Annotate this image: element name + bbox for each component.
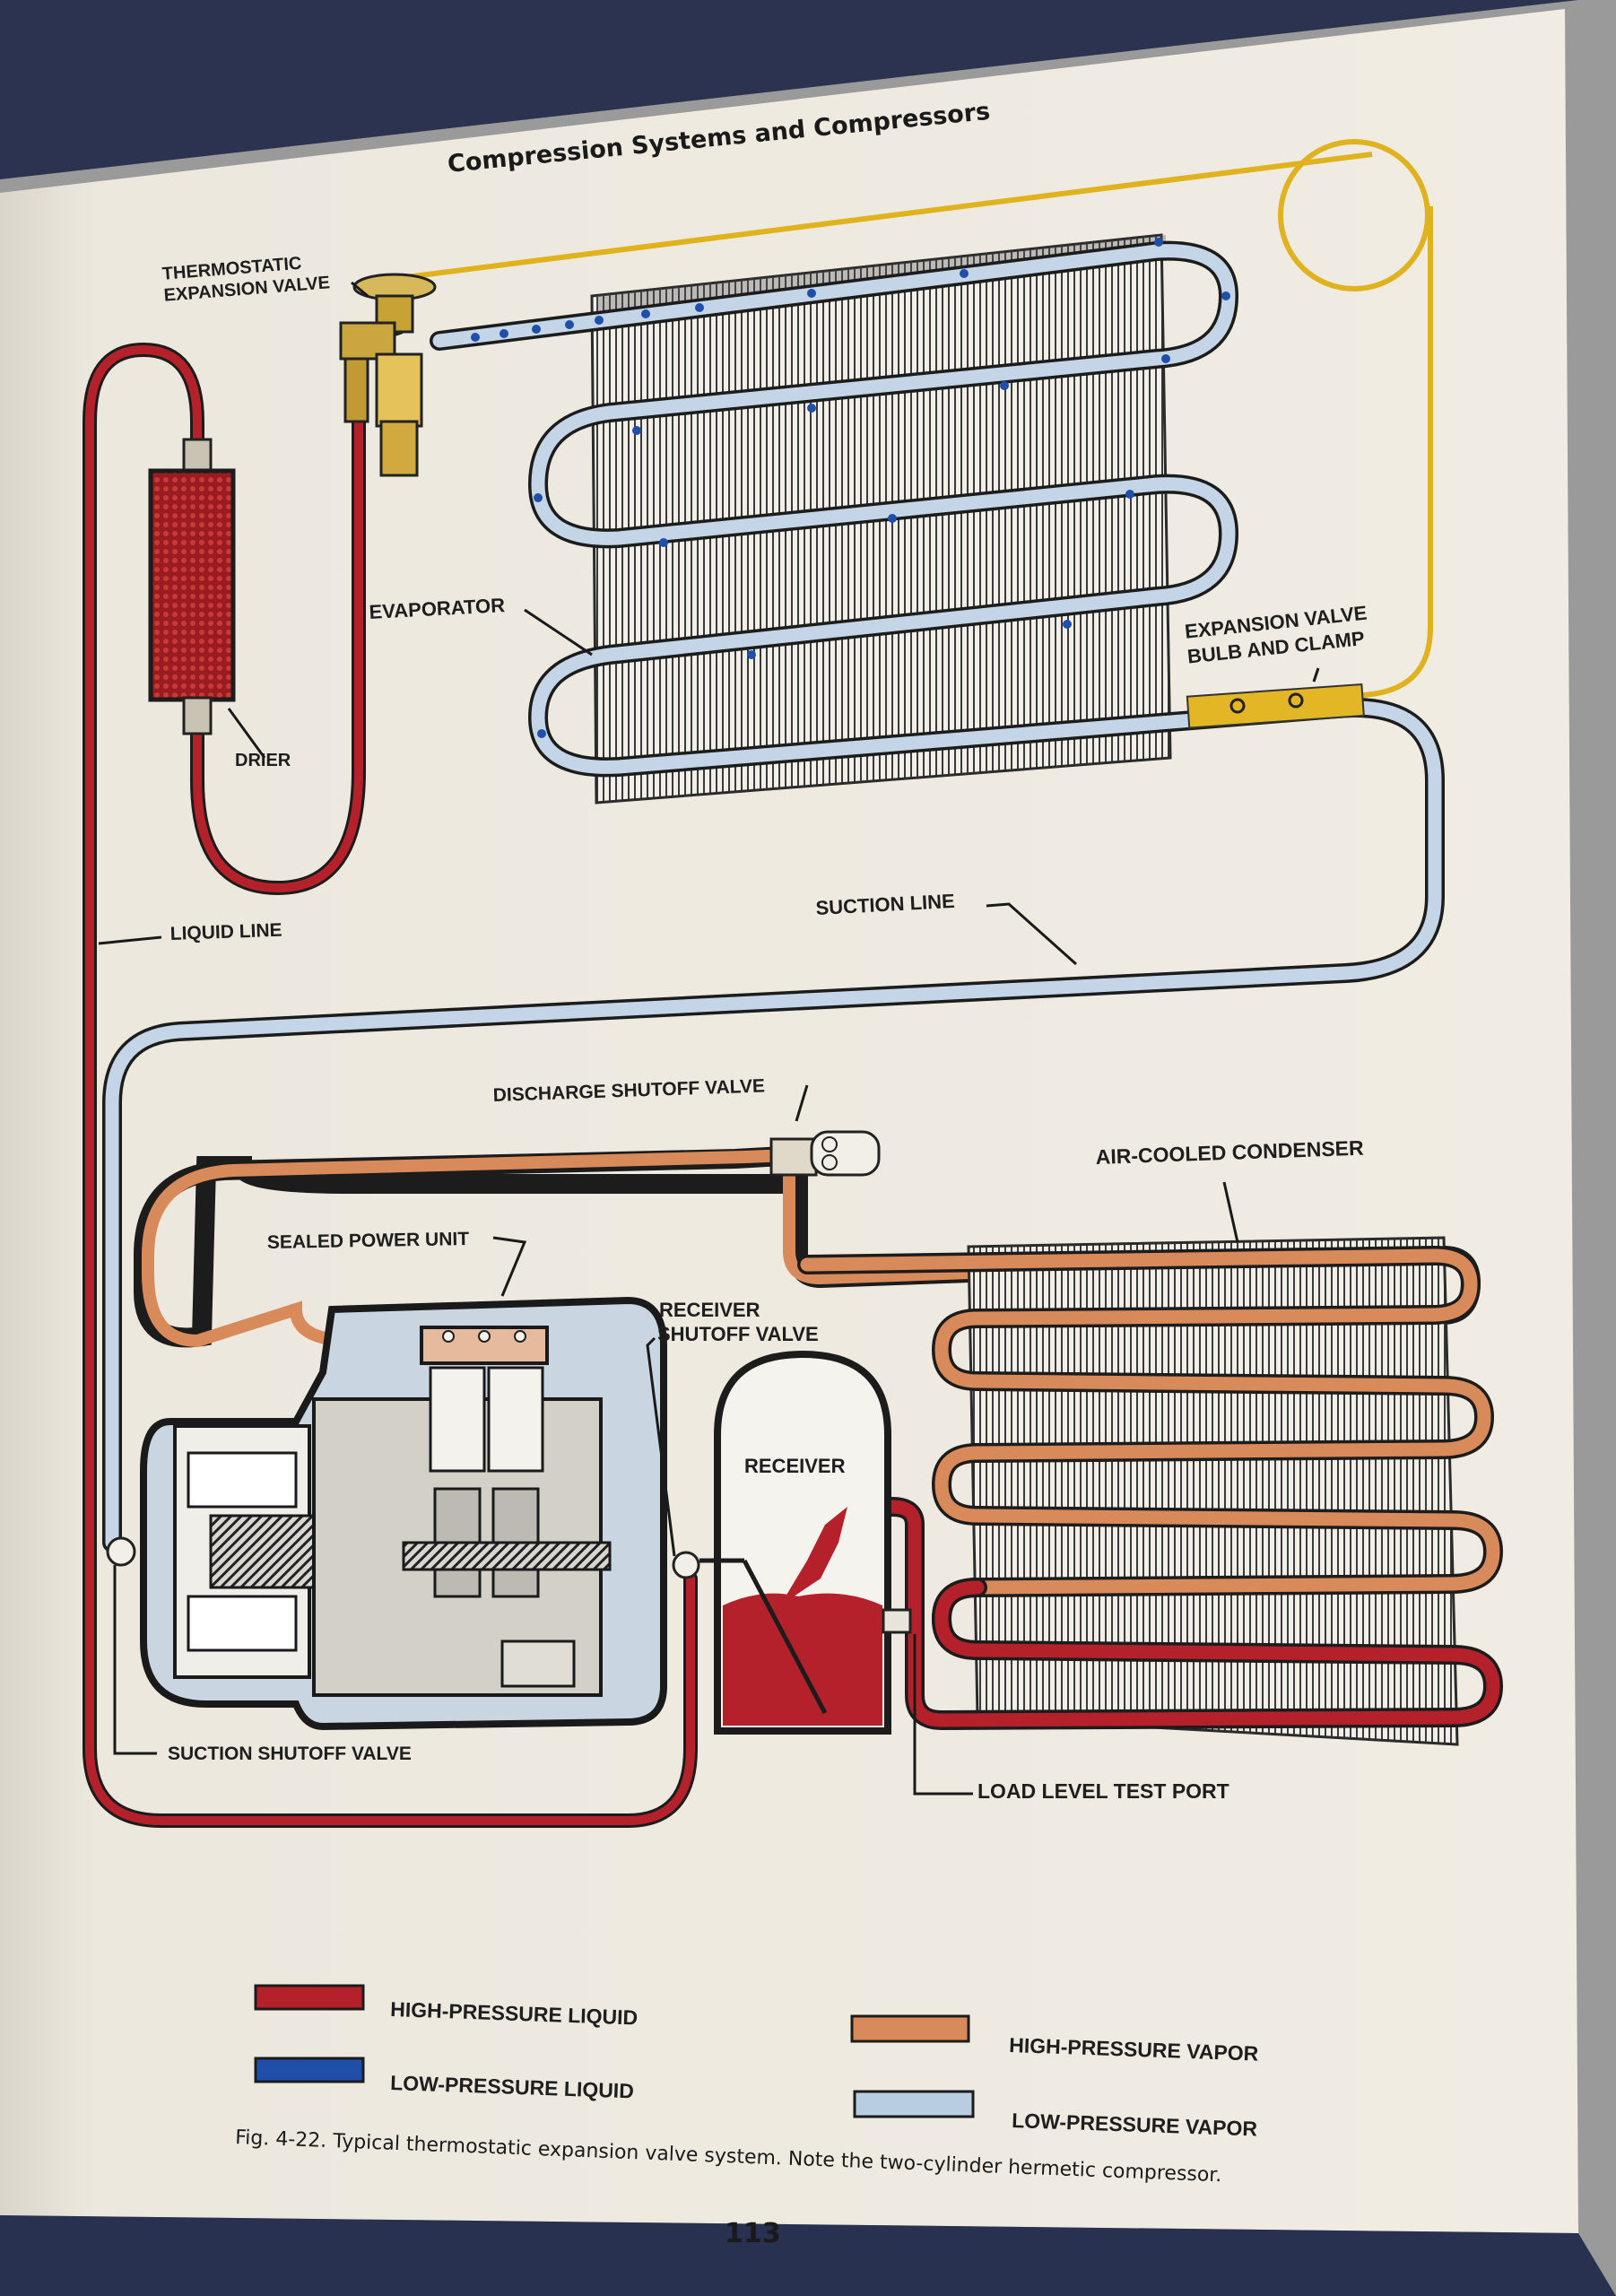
suction-shutoff-valve xyxy=(106,1536,136,1567)
condenser-coil xyxy=(797,1245,1504,1731)
receiver-shutoff-valve xyxy=(672,1551,700,1579)
low-pressure-liquid-dots xyxy=(471,238,1230,738)
expansion-valve-bulb xyxy=(1186,683,1365,729)
label-receiver-shutoff-valve: RECEIVER SHUTOFF VALVE xyxy=(657,1299,819,1345)
label-suction-shutoff-valve: SUCTION SHUTOFF VALVE xyxy=(168,1744,412,1764)
thermostatic-expansion-valve xyxy=(339,273,437,477)
label-load-level-test-port: LOAD LEVEL TEST PORT xyxy=(977,1779,1229,1803)
svg-text:RECEIVER: RECEIVER xyxy=(659,1299,760,1321)
discharge-line-fill xyxy=(142,1148,1450,1348)
legend-swatch xyxy=(853,2090,975,2118)
load-level-test-port xyxy=(882,1608,912,1634)
label-drier: DRIER xyxy=(235,751,291,770)
label-sealed-power-unit: SEALED POWER UNIT xyxy=(267,1229,470,1253)
legend-swatch xyxy=(254,2057,365,2083)
page-number: 113 xyxy=(725,2218,781,2249)
table-surface xyxy=(0,2215,1616,2296)
discharge-shutoff-valve xyxy=(769,1130,881,1177)
bulb-capillary-line xyxy=(398,139,1433,698)
sealed-power-unit xyxy=(140,1296,667,1731)
svg-text:SHUTOFF VALVE: SHUTOFF VALVE xyxy=(657,1323,819,1345)
liquid-line-pipe xyxy=(83,320,698,1828)
legend-swatch xyxy=(254,1984,365,2011)
label-liquid-line: LIQUID LINE xyxy=(169,920,282,944)
drier xyxy=(148,438,236,735)
legend-swatch xyxy=(850,2014,970,2043)
label-receiver: RECEIVER xyxy=(744,1455,846,1477)
air-cooled-condenser xyxy=(967,1236,1459,1746)
leader-lines xyxy=(98,281,1320,1796)
receiver xyxy=(699,1350,912,1735)
